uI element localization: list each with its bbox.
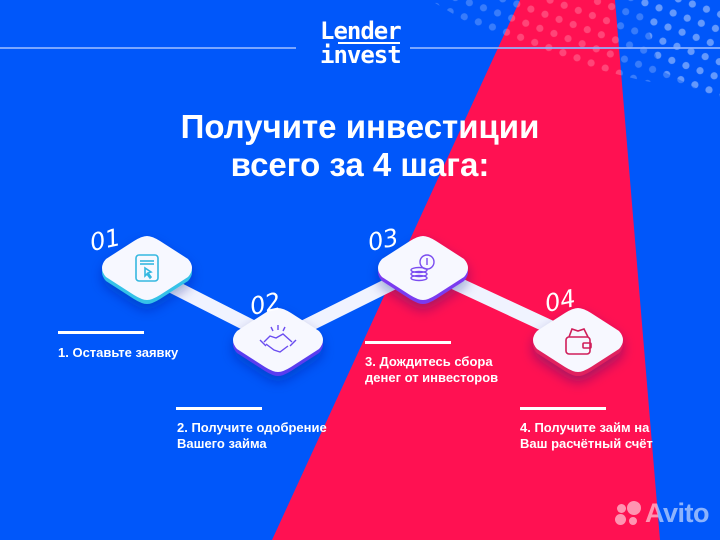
step-1-tile — [102, 236, 192, 304]
handshake-icon — [259, 325, 297, 353]
step-4-tile — [533, 308, 623, 376]
header-line-right — [410, 47, 720, 49]
step-4-bar — [520, 407, 606, 410]
wallet-icon — [565, 327, 592, 355]
step-3-label: 3. Дождитесь сбора денег от инвесторов — [365, 354, 499, 385]
step-4-label: 4. Получите займ на Ваш расчётный счёт — [520, 420, 653, 451]
logo: Lender invest — [320, 17, 402, 69]
coins-stack-icon — [410, 254, 435, 282]
step-2-bar — [176, 407, 262, 410]
step-2-tile — [233, 308, 323, 376]
title-line2: всего за 4 шага: — [230, 146, 490, 183]
avito-watermark: Avito — [615, 498, 710, 529]
logo-line2: invest — [320, 41, 402, 69]
step-2-label: 2. Получите одобрение Вашего займа — [177, 420, 327, 451]
logo-underline — [338, 42, 400, 44]
header-line-left — [0, 47, 296, 49]
logo-line1: Lender — [320, 17, 402, 45]
step-3-bar — [365, 341, 451, 344]
title-line1: Получите инвестиции — [180, 108, 540, 145]
page-title: Получите инвестиции всего за 4 шага: — [0, 108, 720, 184]
avito-dots-icon — [615, 500, 643, 527]
avito-text: Avito — [645, 498, 710, 528]
step-1-bar — [58, 331, 144, 334]
step-1-label: 1. Оставьте заявку — [58, 345, 179, 360]
application-form-icon — [135, 254, 159, 282]
